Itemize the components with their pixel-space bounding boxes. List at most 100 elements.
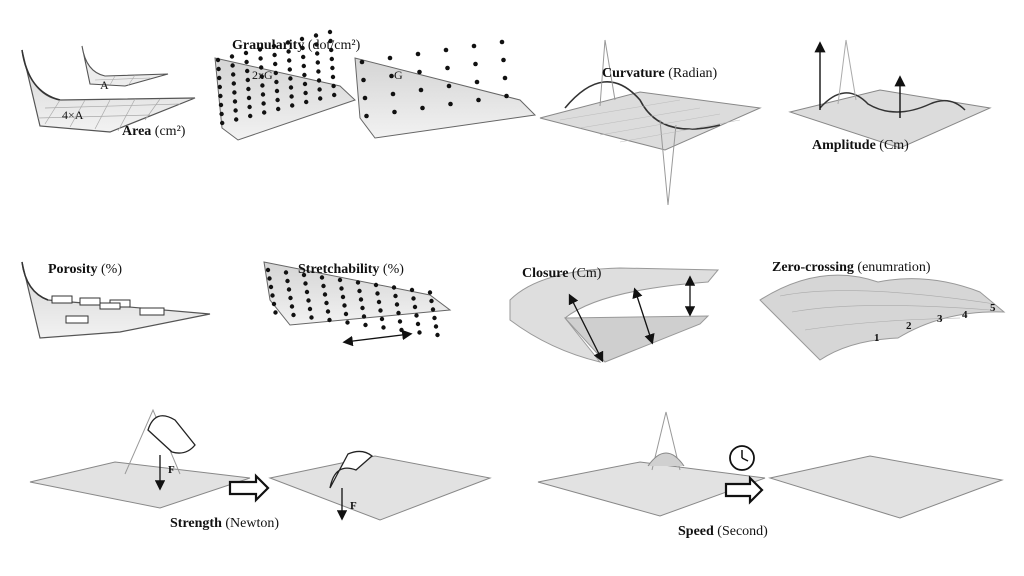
mesh-dot (265, 267, 271, 273)
mesh-dot (381, 325, 386, 330)
mesh-dot (230, 63, 235, 68)
mesh-dot (288, 76, 293, 81)
mesh-dot (331, 83, 336, 89)
closure-panel (509, 267, 720, 363)
mesh-dot (268, 284, 274, 290)
mesh-dot (345, 320, 350, 325)
area-unit: (cm²) (154, 124, 186, 139)
mesh-dot (272, 52, 277, 58)
mesh-dot (429, 298, 434, 304)
granularity-name: Granularity (232, 38, 305, 53)
mesh-dot (243, 50, 249, 56)
mesh-dot (330, 74, 336, 80)
mesh-dot (321, 283, 326, 289)
mesh-dot (248, 113, 253, 119)
zero-crossing-title: Zero-crossing (enumration) (772, 260, 931, 276)
mesh-dot (303, 281, 308, 286)
amplitude-panel (788, 39, 992, 149)
zero-crossing-count-2: 2 (906, 320, 912, 332)
mesh-dot (329, 47, 334, 53)
mesh-dot (473, 61, 478, 67)
mesh-dot (409, 287, 415, 293)
mesh-dot (417, 69, 422, 75)
mesh-dot (387, 55, 393, 61)
granularity-title: Granularity (dot/cm²) (232, 38, 360, 54)
mesh-dot (262, 110, 267, 115)
mesh-dot (261, 101, 266, 106)
mesh-dot (325, 309, 331, 314)
mesh-dot (319, 275, 325, 280)
mesh-dot (232, 90, 237, 95)
mesh-dot (307, 306, 313, 312)
mesh-dot (363, 322, 368, 328)
zero-crossing-panel (759, 274, 1006, 361)
mesh-dot (258, 56, 263, 61)
curvature-name: Curvature (602, 66, 665, 81)
mesh-dot (219, 111, 224, 117)
zero-crossing-count-5: 5 (990, 302, 996, 314)
zero-crossing-name: Zero-crossing (772, 260, 854, 275)
mesh-dot (315, 60, 320, 65)
area-panel (21, 45, 196, 133)
mesh-dot (302, 81, 308, 87)
mesh-dot (322, 292, 328, 297)
mesh-dot (430, 307, 436, 312)
mesh-dot (394, 302, 400, 307)
mesh-dot (364, 113, 369, 119)
mesh-dot (274, 88, 280, 94)
mesh-dot (244, 59, 249, 65)
mesh-dot (446, 83, 452, 89)
area-label-large: 4×A (62, 108, 84, 122)
granularity-label-dense: 2xG (252, 68, 273, 82)
mesh-dot (260, 92, 266, 97)
mesh-dot (314, 42, 319, 47)
mesh-dot (275, 97, 280, 103)
mesh-dot (471, 43, 477, 49)
mesh-dot (342, 303, 347, 308)
mesh-dot (260, 83, 265, 88)
mesh-dot (327, 317, 332, 323)
mesh-dot (415, 51, 421, 57)
mesh-dot (304, 289, 310, 295)
mesh-dot (299, 36, 305, 42)
granularity-unit: (dot/cm²) (307, 38, 361, 53)
mesh-dot (315, 51, 320, 56)
mesh-dot (358, 297, 364, 302)
area-name: Area (122, 124, 152, 139)
mesh-dot (218, 93, 223, 99)
strength-title: Strength (Newton) (170, 516, 279, 532)
mesh-dot (257, 47, 263, 52)
zero-crossing-unit: (enumration) (857, 260, 931, 275)
porosity-unit: (%) (101, 262, 123, 277)
mesh-dot (445, 65, 450, 71)
granularity-panel (214, 29, 537, 141)
mesh-dot (376, 299, 382, 305)
mesh-dot (286, 49, 291, 54)
amplitude-name: Amplitude (812, 138, 876, 153)
mesh-dot (355, 280, 361, 285)
mesh-dot (330, 65, 335, 71)
mesh-dot (259, 65, 264, 70)
closure-name: Closure (522, 266, 569, 281)
stretchability-name: Stretchability (298, 262, 380, 277)
mesh-dot (274, 79, 279, 85)
mesh-dot (276, 106, 281, 112)
mesh-dot (302, 72, 307, 78)
speed-name: Speed (678, 524, 714, 539)
mesh-dot (432, 315, 437, 321)
mesh-dot (283, 270, 289, 275)
strength-force-label-2: F (350, 500, 357, 512)
mesh-dot (316, 78, 322, 83)
mesh-dot (373, 282, 379, 288)
mesh-dot (420, 105, 425, 111)
mesh-dot (259, 74, 264, 79)
mesh-dot (234, 117, 239, 122)
mesh-dot (271, 43, 277, 49)
mesh-dot (217, 84, 222, 90)
mesh-dot (328, 38, 333, 44)
mesh-dot (231, 81, 236, 86)
mesh-dot (337, 277, 343, 283)
mesh-dot (435, 332, 440, 338)
